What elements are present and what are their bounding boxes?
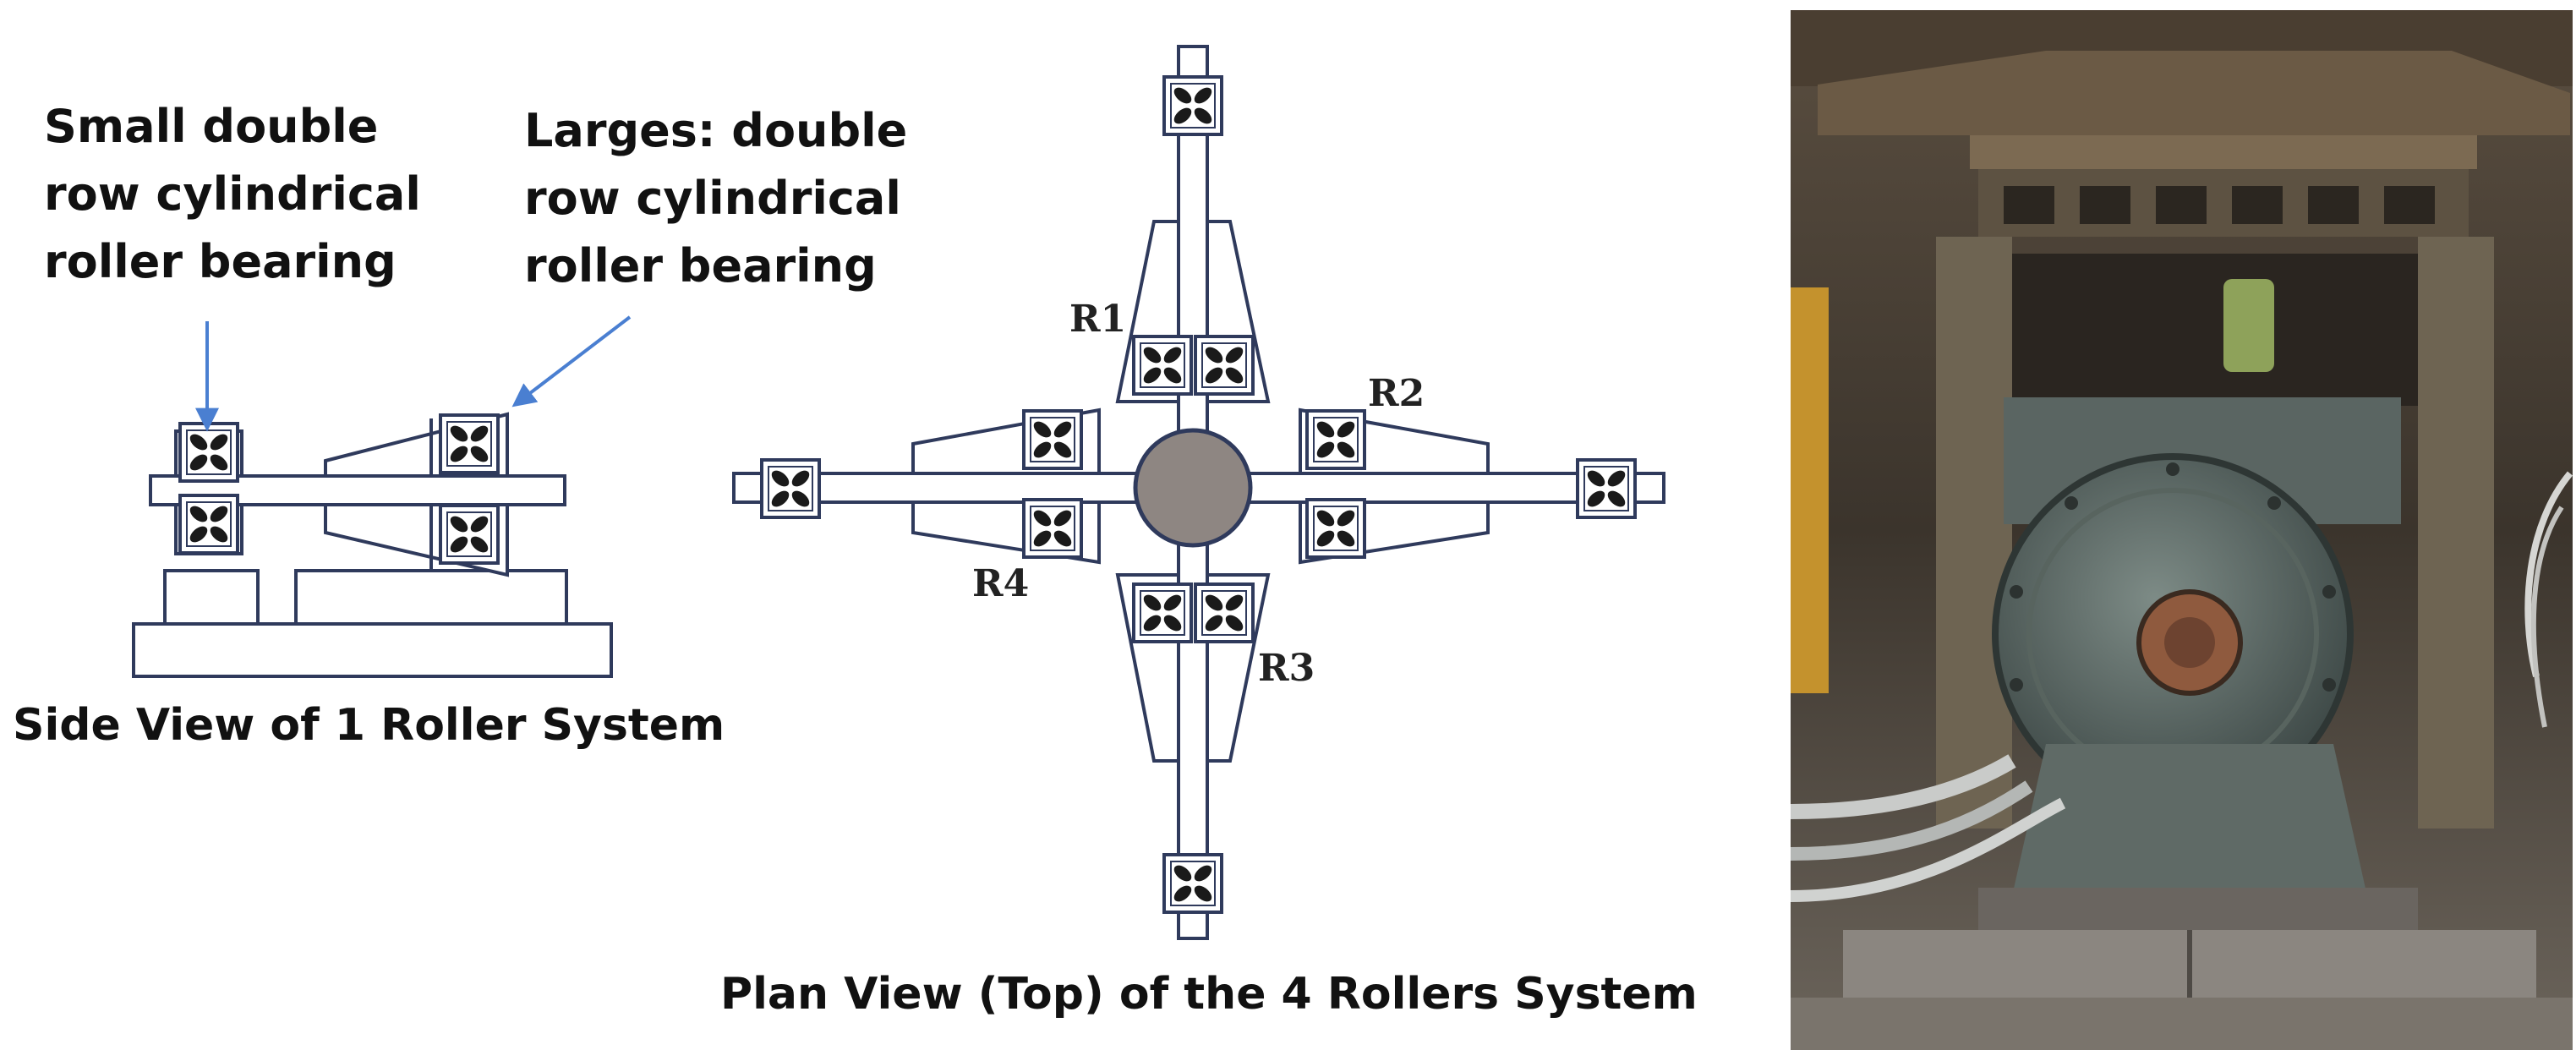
- machine-photo: [1791, 10, 2573, 1050]
- large-bearing-arrow: [511, 315, 632, 407]
- roller-label-r2: R2: [1368, 372, 1425, 415]
- plan-view-caption: Plan View (Top) of the 4 Rollers System: [720, 969, 1698, 1020]
- roller-label-r1: R1: [1069, 298, 1127, 341]
- side-view-caption: Side View of 1 Roller System: [13, 700, 725, 751]
- roller-label-r4: R4: [972, 562, 1030, 605]
- large-bearing-annotation: Larges: double row cylindrical roller be…: [524, 104, 908, 293]
- roller-label-r3: R3: [1258, 647, 1315, 690]
- small-bearing-annotation: Small double row cylindrical roller bear…: [44, 100, 421, 288]
- central-hub: [1133, 428, 1253, 548]
